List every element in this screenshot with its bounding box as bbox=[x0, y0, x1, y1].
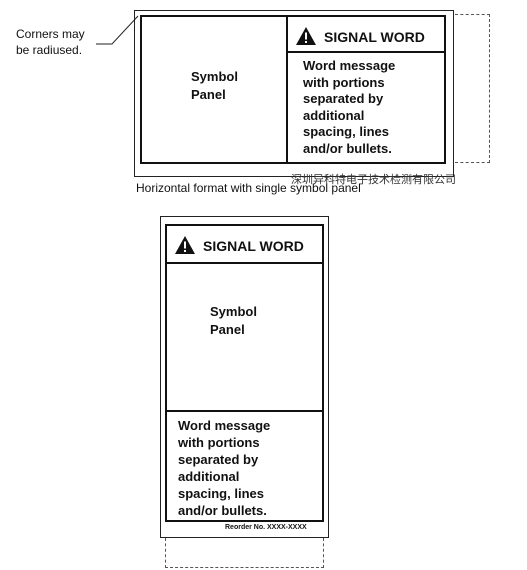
warning-triangle-icon bbox=[175, 236, 195, 254]
horizontal-symbol-panel-label: Symbol Panel bbox=[191, 68, 271, 104]
corners-note-line-1: Corners may bbox=[16, 27, 85, 41]
horizontal-signal-word: SIGNAL WORD bbox=[324, 29, 425, 45]
vertical-signal-word-panel bbox=[165, 224, 324, 264]
vertical-sign-border bbox=[165, 224, 324, 522]
warning-triangle-icon bbox=[296, 27, 316, 45]
message-line: separated by bbox=[303, 91, 384, 106]
horizontal-format-caption: Horizontal format with single symbol pan… bbox=[136, 181, 361, 195]
vertical-symbol-label-line-1: Symbol bbox=[210, 304, 257, 319]
message-line: Word message bbox=[303, 58, 396, 73]
horizontal-symbol-label-line-2: Panel bbox=[191, 87, 226, 102]
vertical-sign-outline bbox=[160, 216, 329, 538]
corners-note-line-2: be radiused. bbox=[16, 43, 83, 57]
vertical-symbol-panel-label: Symbol Panel bbox=[210, 303, 290, 339]
vertical-sign-extension-dashed bbox=[165, 538, 324, 568]
message-line: separated by bbox=[178, 452, 259, 467]
horizontal-word-message: Word message with portions separated by … bbox=[303, 58, 445, 157]
vertical-signal-word: SIGNAL WORD bbox=[203, 238, 304, 254]
horizontal-sign-outline bbox=[134, 10, 454, 177]
message-line: and/or bullets. bbox=[303, 140, 392, 156]
horizontal-symbol-label-line-1: Symbol bbox=[191, 69, 238, 84]
horizontal-symbol-panel bbox=[140, 15, 288, 164]
message-line: with portions bbox=[178, 435, 260, 450]
horizontal-sign-border bbox=[140, 15, 446, 164]
message-line: with portions bbox=[303, 74, 385, 90]
horizontal-signal-word-panel bbox=[288, 15, 446, 53]
vertical-word-message: Word message with portions separated by … bbox=[178, 417, 318, 519]
message-line: spacing, lines bbox=[178, 486, 264, 501]
vertical-symbol-panel bbox=[165, 264, 324, 412]
vertical-symbol-label-line-2: Panel bbox=[210, 322, 245, 337]
horizontal-sign-extension-dashed bbox=[455, 14, 490, 163]
corners-note: Corners may be radiused. bbox=[16, 26, 126, 58]
message-line: spacing, lines bbox=[303, 124, 389, 139]
watermark-text: 深圳异科特电子技术检测有限公司 bbox=[291, 174, 456, 186]
message-line: and/or bullets. bbox=[178, 503, 267, 518]
message-line: Word message bbox=[178, 418, 271, 433]
reorder-number: Reorder No. XXXX-XXXX bbox=[225, 524, 307, 531]
message-line: additional bbox=[303, 107, 365, 123]
message-line: additional bbox=[178, 469, 240, 484]
